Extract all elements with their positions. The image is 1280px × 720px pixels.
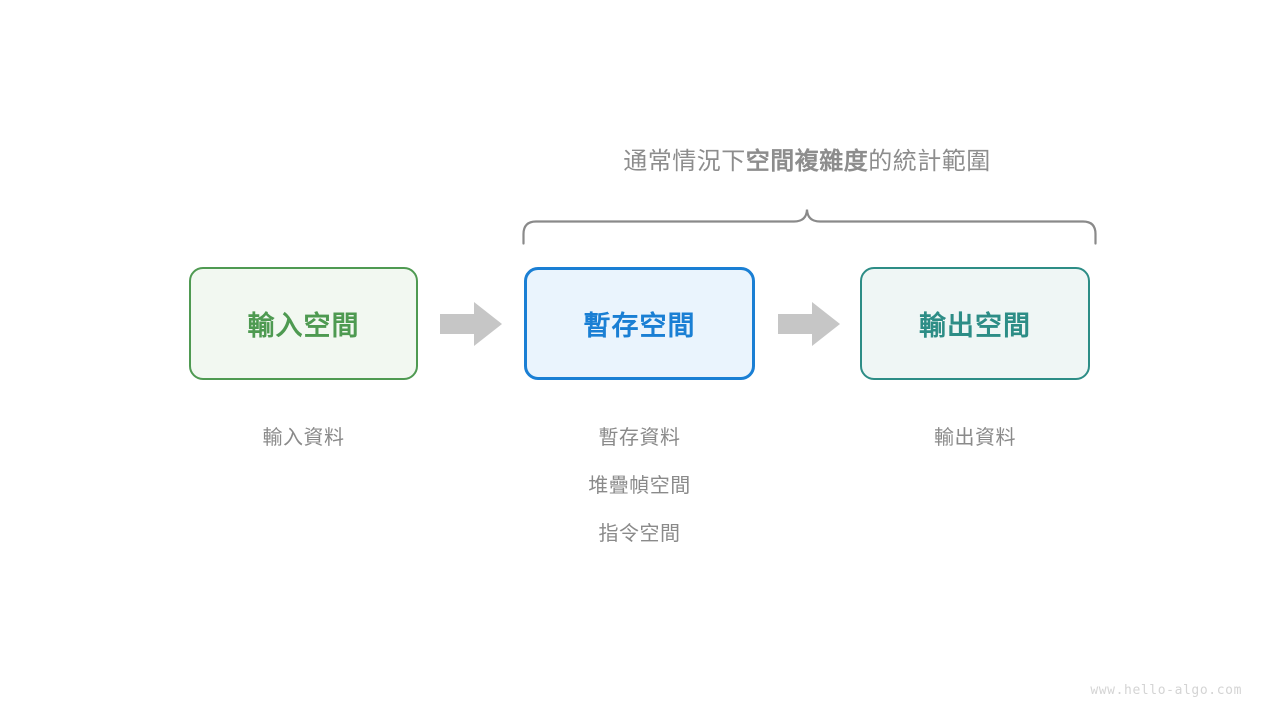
- right-arrow-icon: [778, 302, 840, 346]
- box-output-space[interactable]: 輸出空間: [860, 267, 1090, 380]
- box-output-space-label: 輸出空間: [919, 311, 1031, 341]
- watermark: www.hello-algo.com: [1090, 683, 1242, 698]
- caption-line: 堆疊幀空間: [588, 475, 691, 497]
- caption-line: 輸入資料: [262, 427, 345, 449]
- caption-input-space: 輸入資料: [189, 414, 418, 462]
- caption-line: 指令空間: [598, 523, 681, 545]
- brace-icon: [522, 209, 1097, 245]
- box-input-space-label: 輸入空間: [247, 311, 360, 341]
- box-temp-space[interactable]: 暫存空間: [524, 267, 755, 380]
- arrow-temp-to-output: [778, 300, 842, 348]
- arrow-input-to-temp: [440, 300, 504, 348]
- caption-line: 輸出資料: [934, 427, 1016, 449]
- right-arrow-icon: [440, 302, 502, 346]
- brace-caption-emphasis: 空間複雜度: [745, 148, 869, 175]
- brace-bracket: [510, 190, 1110, 252]
- brace-caption: 通常情況下空間複雜度的統計範圍: [507, 145, 1107, 179]
- box-temp-space-label: 暫存空間: [583, 311, 696, 341]
- brace-caption-suffix: 的統計範圍: [868, 148, 991, 175]
- brace-caption-prefix: 通常情況下: [623, 148, 746, 175]
- caption-temp-space: 暫存資料 堆疊幀空間 指令空間: [524, 414, 755, 558]
- caption-output-space: 輸出資料: [860, 414, 1090, 462]
- caption-line: 暫存資料: [598, 427, 681, 449]
- box-input-space[interactable]: 輸入空間: [189, 267, 418, 380]
